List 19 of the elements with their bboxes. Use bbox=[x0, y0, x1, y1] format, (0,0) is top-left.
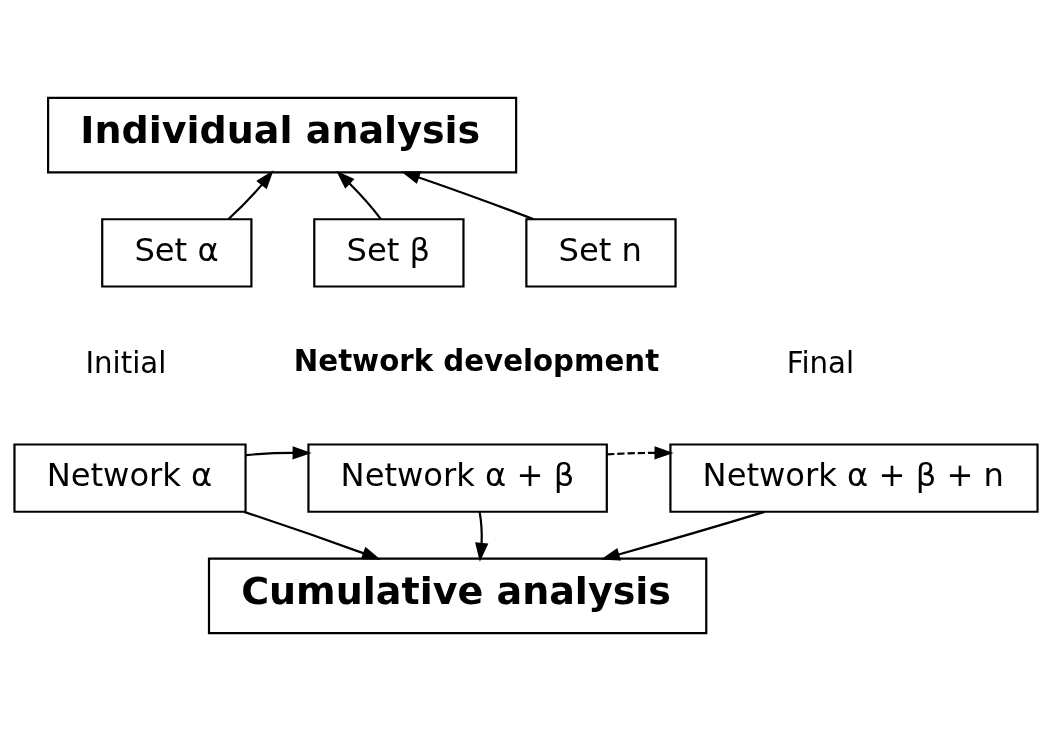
arrow bbox=[475, 512, 489, 562]
node-box: Set β bbox=[313, 218, 465, 288]
label: Initial bbox=[85, 345, 167, 380]
node-box: Network α + β + n bbox=[669, 443, 1039, 513]
node-box: Set n bbox=[525, 218, 677, 288]
arrow bbox=[401, 171, 534, 221]
arrow bbox=[600, 510, 765, 561]
arrow bbox=[245, 446, 312, 460]
node-box: Individual analysis bbox=[47, 96, 518, 174]
arrow bbox=[243, 510, 381, 560]
label: Network development bbox=[293, 344, 660, 379]
node-box: Network α bbox=[13, 443, 247, 513]
arrow bbox=[227, 170, 274, 220]
node-box: Network α + β bbox=[307, 443, 608, 513]
node-box: Cumulative analysis bbox=[207, 557, 708, 635]
node-box: Set α bbox=[101, 218, 253, 288]
arrow bbox=[336, 170, 382, 220]
label: Final bbox=[786, 345, 855, 380]
arrow bbox=[606, 446, 674, 460]
